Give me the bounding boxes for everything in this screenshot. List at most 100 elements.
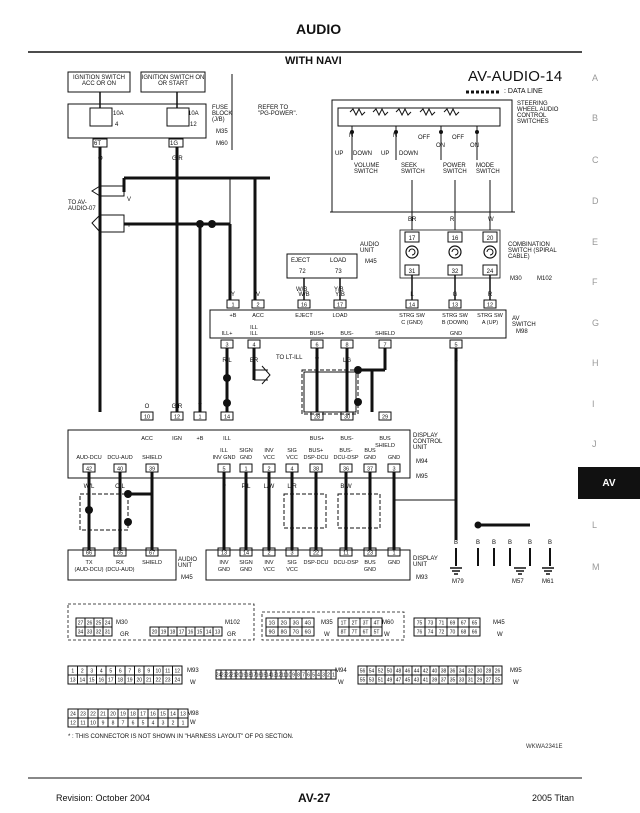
- audio-bottom-label: (AUD-DCU): [74, 567, 103, 573]
- conn-m35-face: M35: [321, 620, 333, 626]
- fuse-block-label: FUSE BLOCK (J/B): [212, 105, 233, 123]
- resistor-3: [419, 107, 436, 117]
- footer-revision: Revision: October 2004: [56, 793, 151, 803]
- bus-shield-dash: [301, 369, 359, 415]
- conn-cell-number: 55: [360, 678, 366, 684]
- splice-rl-2: [223, 399, 231, 407]
- conn-cell-number: 73: [428, 621, 434, 627]
- conn-cell-number: 53: [369, 678, 375, 684]
- conn-cell-number: 19: [241, 673, 247, 679]
- conn-m95-face: M95: [510, 668, 522, 674]
- audio-bottom-label: TX: [85, 560, 92, 566]
- pin-number: 14: [409, 303, 415, 309]
- conn-cell-number: 3: [322, 673, 325, 679]
- dcu-top-wire: O: [145, 404, 150, 410]
- conn-cell-number: 10: [90, 721, 96, 727]
- pin-number: 28: [314, 415, 320, 421]
- conn-cell-number: 6G: [305, 630, 312, 636]
- conn-cell-number: 18: [130, 712, 136, 718]
- conn-cell-number: 4T: [374, 621, 380, 627]
- splice-y: [196, 220, 204, 228]
- conn-cell-number: 23: [165, 678, 171, 684]
- to-av-arrow-y-head: [91, 214, 101, 233]
- spiral-2: [486, 248, 494, 256]
- display-unit-title: DISPLAY UNIT: [413, 556, 438, 568]
- state-up-1: UP: [335, 151, 344, 157]
- av-switch-conn: M98: [516, 329, 528, 335]
- ground-splice: [474, 521, 482, 529]
- av-switch-pin-12: [483, 299, 497, 309]
- pin-number: 3: [392, 467, 395, 473]
- display-control-title: DISPLAY CONTROL UNIT: [413, 433, 443, 451]
- display-unit-label: INV: [264, 560, 274, 566]
- audio-bottom-pin-66: [82, 547, 96, 557]
- conn-cell-number: 48: [396, 669, 402, 675]
- av-switch-pin-label: ACC: [252, 313, 264, 319]
- av-switch-pin-label: STRG SW: [442, 313, 468, 319]
- conn-cell: [102, 626, 113, 637]
- audio-bottom-pin-67: [145, 547, 159, 557]
- conn-m60-face: M60: [382, 620, 394, 626]
- av-switch-wire: Y: [231, 292, 235, 298]
- conn-cell-number: 21: [100, 712, 106, 718]
- conn-cell-number: 50: [387, 669, 393, 675]
- conn-cell-number: 7: [128, 669, 131, 675]
- pin-number: 29: [382, 415, 388, 421]
- conn-cell-number: 3G: [293, 621, 300, 627]
- splice-tx: [85, 506, 93, 514]
- av-switch-bottom-label: BUS+: [310, 331, 325, 337]
- conn-cell-number: 49: [387, 678, 393, 684]
- splice-shield-39: [124, 490, 132, 498]
- conn-cell-number: 43: [414, 678, 420, 684]
- conn-m30-face: M30: [116, 620, 128, 626]
- combination-bottom-pin: 32: [452, 269, 459, 275]
- conn-cell-number: 35: [450, 678, 456, 684]
- display-unit-label: DSP-DCU: [303, 560, 328, 566]
- ground-wire-label: B: [528, 540, 532, 546]
- conn-cell-number: 23: [80, 712, 86, 718]
- ignition-acc-box: [67, 71, 131, 93]
- av-switch-pin-label: A (UP): [482, 320, 498, 326]
- conn-cell-number: 3T: [363, 621, 369, 627]
- conn-cell-number: 24: [216, 673, 222, 679]
- conn-cell-number: 13: [180, 712, 186, 718]
- display-unit-label: GND: [240, 567, 252, 573]
- dcu-pin-30: [340, 411, 354, 421]
- display-unit-label: INV: [219, 560, 229, 566]
- ground-wire-label: B: [548, 540, 552, 546]
- conn-cell-number: 2: [81, 669, 84, 675]
- conn-cell: [177, 717, 189, 728]
- steering-title: STEERING WHEEL AUDIO CONTROL SWITCHES: [517, 101, 559, 125]
- term-6t: 6T: [94, 141, 102, 147]
- conn-cell-number: 28: [486, 669, 492, 675]
- conn-cell-number: 45: [405, 678, 411, 684]
- dsp-dcu-shield: [283, 493, 327, 529]
- spiral-cable-1: [448, 245, 462, 259]
- to-lt-ill: TO LT-ILL: [276, 355, 303, 361]
- ground-m57: M57: [512, 579, 524, 585]
- audio-bottom-label: SHIELD: [142, 560, 162, 566]
- av-switch-pin-label: EJECT: [295, 313, 313, 319]
- conn-cell-number: 17: [251, 673, 257, 679]
- conn-cell-number: 68: [461, 630, 467, 636]
- av-switch-box: [209, 309, 507, 339]
- conn-cell-number: 5: [142, 721, 145, 727]
- mode-switch-label: MODE SWITCH: [476, 163, 500, 175]
- audio-unit-bottom-box: [67, 549, 177, 581]
- display-unit-conn: M93: [416, 575, 428, 581]
- audio-unit-top-box: [286, 253, 358, 279]
- conn-cell-number: 12: [70, 721, 76, 727]
- section-letter-e: E: [592, 237, 599, 247]
- spiral-cable-0: [405, 245, 419, 259]
- conn-cell: [301, 626, 315, 637]
- display-unit-pin-14: [239, 547, 253, 557]
- av-switch-bottom-label: ILL: [250, 331, 258, 337]
- dcu-top-label: +B: [197, 436, 204, 442]
- dcu-bottom-label: BUS: [364, 448, 376, 454]
- load-label: LOAD: [330, 258, 347, 264]
- conn-cell-number: 18: [170, 630, 176, 636]
- to-av-arrow-v-head: [91, 185, 101, 197]
- pin-number: 4: [252, 343, 255, 349]
- ground-wire-label: B: [508, 540, 512, 546]
- pin-number: 40: [117, 467, 123, 473]
